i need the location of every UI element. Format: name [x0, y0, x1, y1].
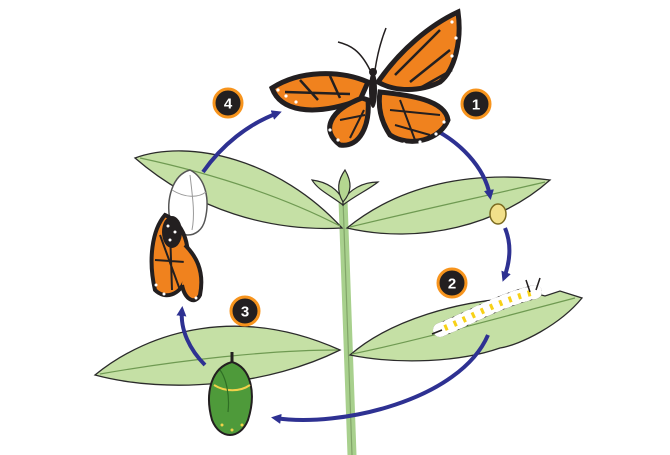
- leaf-top-right: [345, 176, 552, 235]
- stage-number: 2: [448, 276, 456, 293]
- arrow-caterpillar-to-chrysalis: [271, 334, 490, 424]
- arrow-egg-to-caterpillar: [501, 227, 512, 282]
- plant-bud: [310, 168, 380, 207]
- egg: [489, 203, 507, 225]
- stage-number: 1: [472, 97, 480, 114]
- arrow-emerging-to-butterfly: [201, 110, 282, 174]
- stage-number: 4: [224, 96, 233, 113]
- chrysalis: [208, 352, 253, 436]
- stage-badge-2: 2: [436, 267, 468, 299]
- stage-badge-1: 1: [460, 88, 492, 120]
- stage-number: 3: [241, 304, 249, 321]
- leaf-bottom-left: [93, 325, 342, 386]
- arrow-chrysalis-to-emerging: [176, 306, 207, 367]
- stage-badge-3: 3: [229, 295, 261, 327]
- stage-badge-4: 4: [212, 87, 244, 119]
- caterpillar: [431, 277, 542, 337]
- emerging-butterfly: [149, 169, 208, 303]
- adult-butterfly: [268, 8, 462, 148]
